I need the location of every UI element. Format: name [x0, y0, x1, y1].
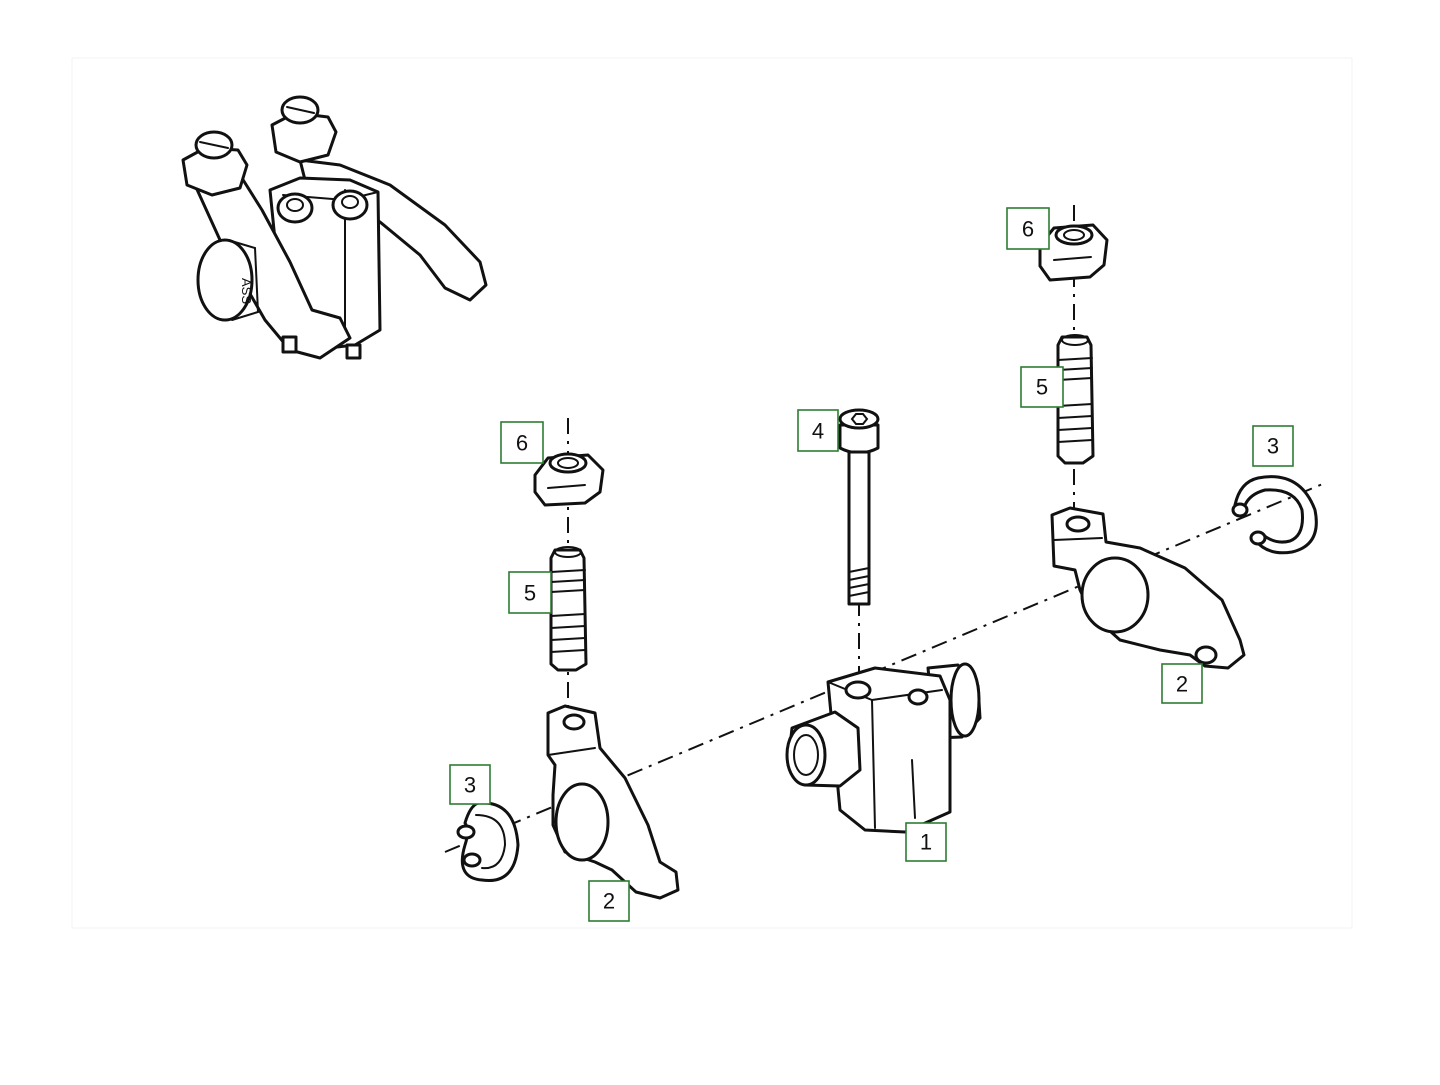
callout-2-left-rocker-arm[interactable]: 2: [588, 880, 630, 922]
callout-3-left-circlip[interactable]: 3: [449, 764, 491, 805]
svg-text:1: 1: [920, 830, 932, 855]
svg-text:6: 6: [516, 431, 528, 456]
svg-text:3: 3: [1267, 434, 1279, 459]
svg-text:5: 5: [524, 581, 536, 606]
right-rocker-group: [1038, 223, 1318, 670]
callout-1-pedestal[interactable]: 1: [905, 822, 947, 862]
callout-2-right-rocker-arm[interactable]: 2: [1161, 663, 1203, 704]
callout-labels: 1 2 2 3 3 4 5 5: [449, 207, 1294, 922]
part-4-bolt: [838, 408, 880, 606]
part-1-pedestal: [785, 662, 982, 834]
svg-text:ASS: ASS: [239, 278, 254, 304]
svg-text:5: 5: [1036, 375, 1048, 400]
callout-6-left-nut[interactable]: 6: [500, 421, 544, 464]
svg-text:3: 3: [464, 773, 476, 798]
svg-text:6: 6: [1022, 217, 1034, 242]
left-rocker-group: [456, 452, 680, 900]
callout-3-right-circlip[interactable]: 3: [1252, 425, 1294, 467]
svg-text:2: 2: [1176, 672, 1188, 697]
callout-6-right-nut[interactable]: 6: [1006, 207, 1050, 250]
callout-5-right-stud[interactable]: 5: [1020, 366, 1064, 408]
svg-text:4: 4: [812, 419, 824, 444]
callout-4-bolt[interactable]: 4: [797, 409, 839, 452]
svg-text:2: 2: [603, 889, 615, 914]
drawing-frame: [71, 57, 1353, 929]
assembled-rocker-assembly: ASS: [181, 95, 488, 360]
callout-5-left-stud[interactable]: 5: [508, 571, 552, 614]
